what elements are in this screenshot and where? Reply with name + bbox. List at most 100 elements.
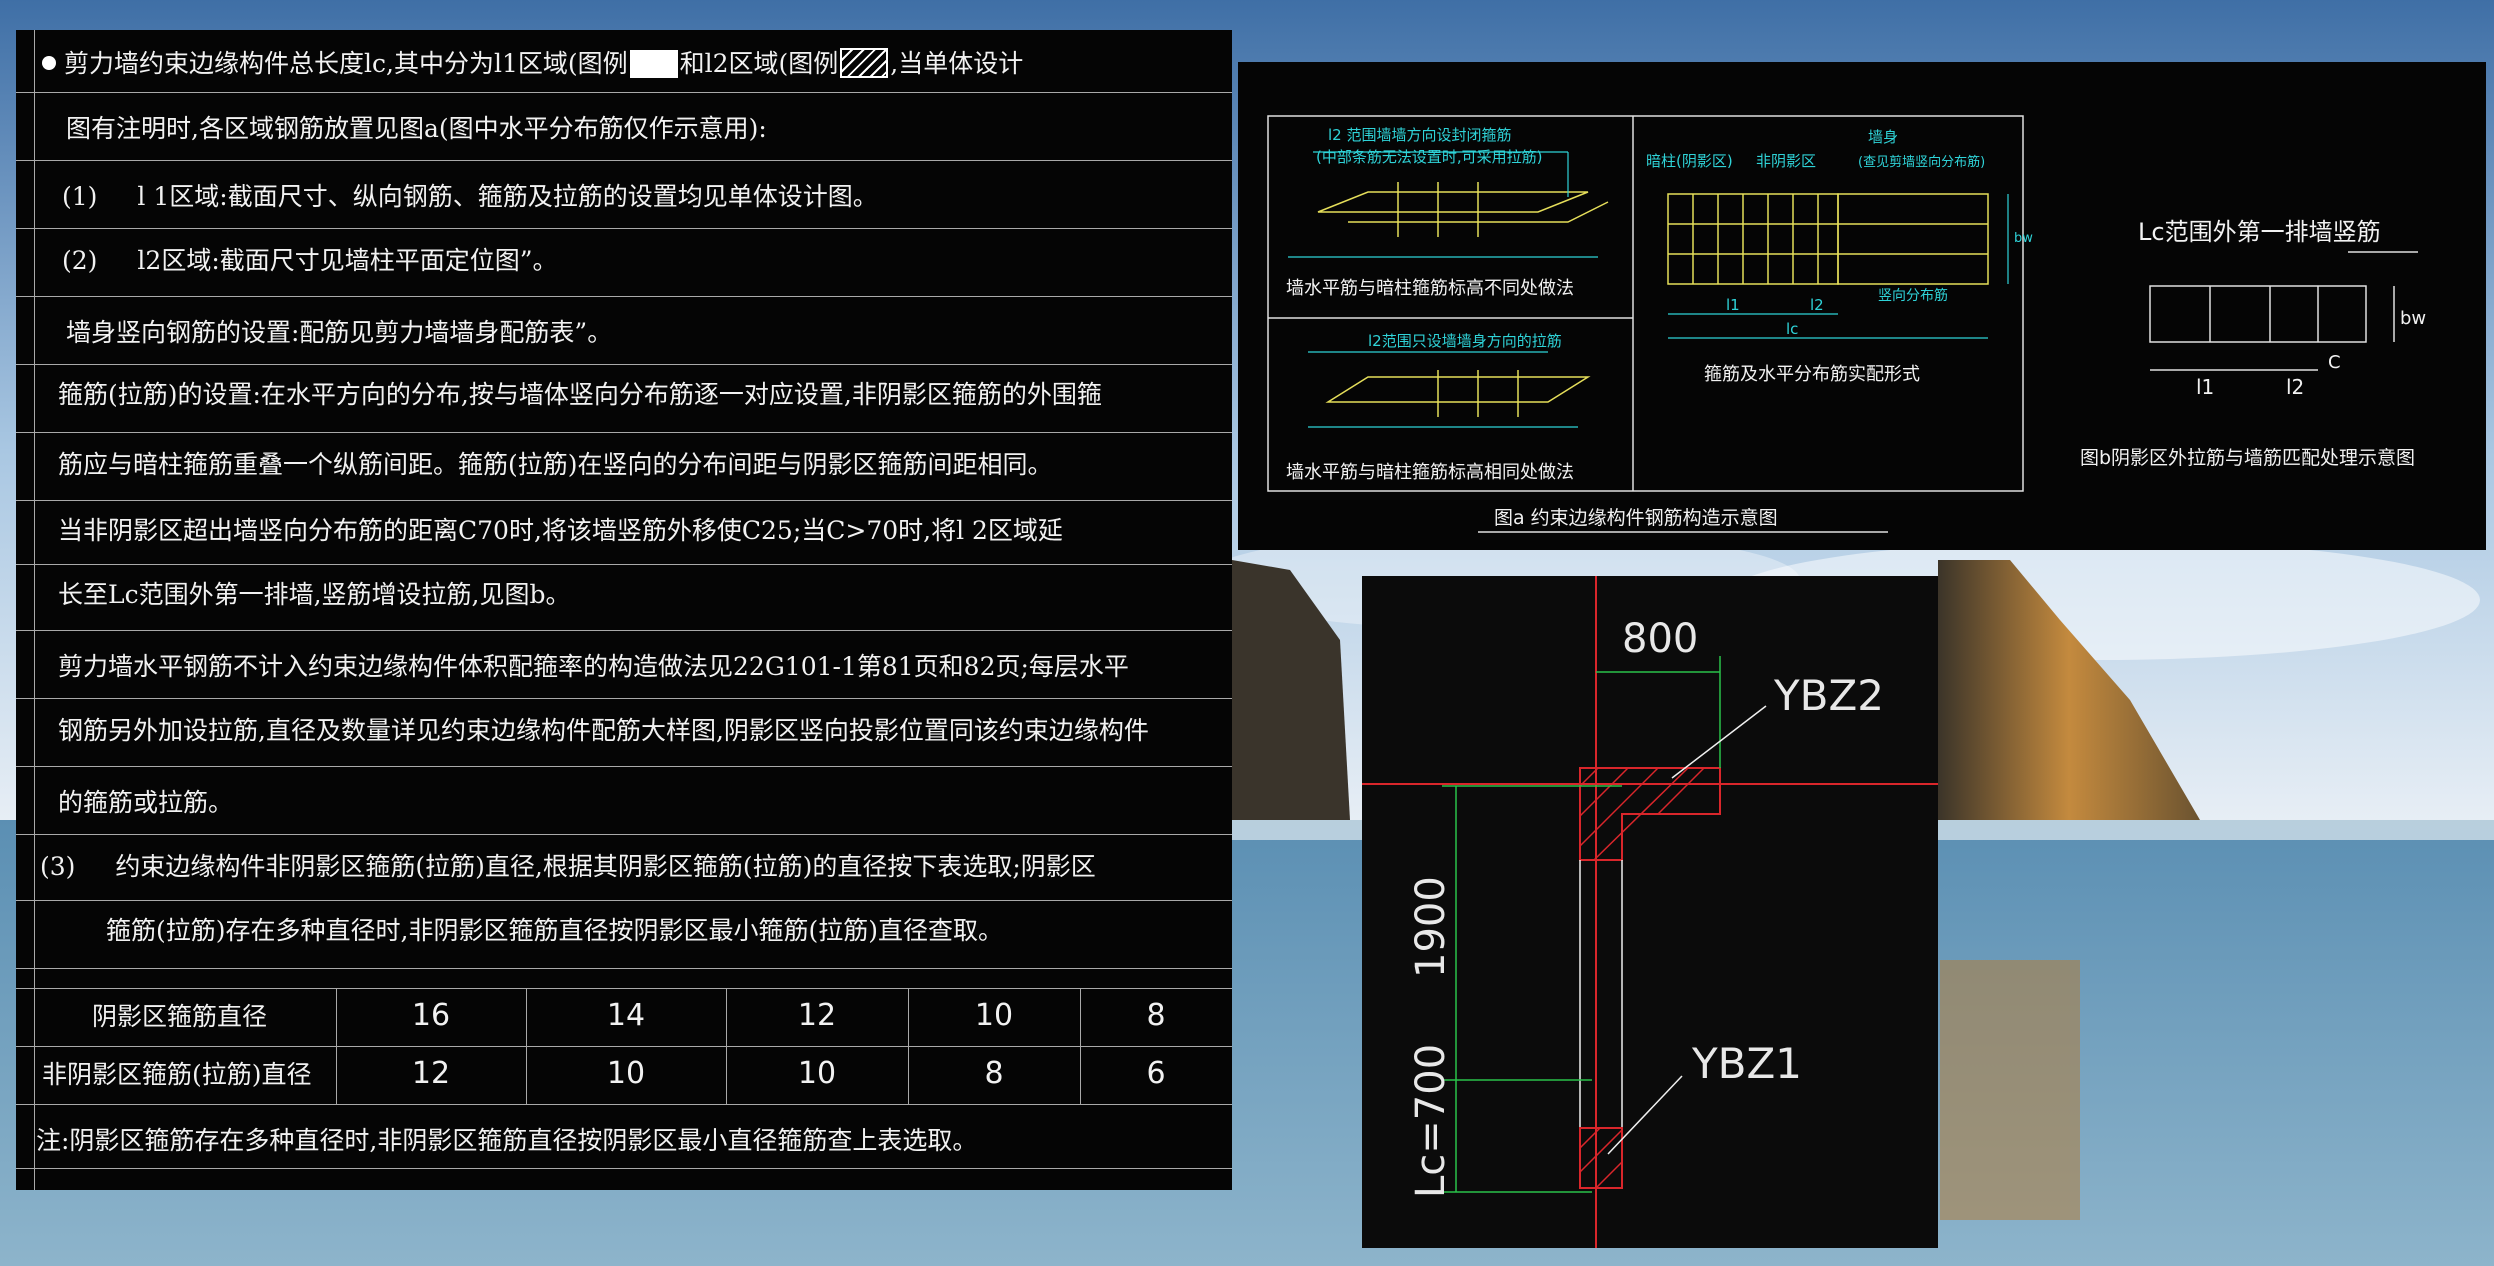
- figure-b-label: Lc范围外第一排墙竖筋: [2138, 218, 2381, 246]
- bullet-icon: [42, 56, 56, 70]
- table-cell: 10: [797, 1056, 837, 1091]
- figure-label: l2范围只设墙墙身方向的拉筋: [1368, 332, 1562, 350]
- dimension-lines-2: [1308, 351, 1578, 428]
- table-rule: [16, 228, 1232, 229]
- table-cell: 10: [974, 998, 1014, 1033]
- figure-label: 非阴影区: [1756, 152, 1816, 170]
- note-item-2: (2)l2区域:截面尺寸见墙柱平面定位图”。: [62, 246, 558, 275]
- dimension-lines-1: [1288, 151, 1598, 258]
- dimension-label: bw: [2400, 308, 2426, 329]
- table-rule: [16, 630, 1232, 631]
- table-rule: [16, 432, 1232, 433]
- figure-label: (中部条筋无法设置时,可采用拉筋): [1316, 148, 1542, 166]
- dimension-label: C: [2328, 352, 2341, 373]
- figure-label: 墙身: [1868, 128, 1898, 146]
- table-rule: [16, 766, 1232, 767]
- leader-line: [1607, 1075, 1683, 1155]
- table-cell: 8: [1146, 998, 1166, 1033]
- table-column-divider: [908, 988, 909, 1104]
- table-rule: [16, 364, 1232, 365]
- detail-drawing: l2 范围墙墙方向设封闭箍筋 (中部条筋无法设置时,可采用拉筋) 墙水平筋与暗柱…: [1267, 115, 2426, 533]
- table-rule: [16, 564, 1232, 565]
- table-rule: [16, 160, 1232, 161]
- figure-label: 竖向分布筋: [1878, 287, 1948, 304]
- dimension-label-800: 800: [1622, 616, 1698, 662]
- dimension-label: lc: [1786, 320, 1798, 338]
- figure-b-drawing: [2149, 251, 2418, 371]
- table-cell: 6: [1146, 1056, 1166, 1091]
- footnote: 注:阴影区箍筋存在多种直径时,非阴影区箍筋直径按阴影区最小直径箍筋查上表选取。: [36, 1126, 978, 1155]
- table-rule: [16, 988, 1232, 989]
- column-ybz2-outline: [1579, 767, 1721, 861]
- column-label-ybz1: YBZ1: [1691, 1039, 1802, 1088]
- legend-white-swatch-icon: [629, 50, 678, 78]
- note-line-10: 剪力墙水平钢筋不计入约束边缘构件体积配箍率的构造做法见22G101-1第81页和…: [58, 652, 1129, 681]
- dimension-lines-3: [1668, 194, 2009, 339]
- figure-a-title: 图a 约束边缘构件钢筋构造示意图: [1494, 507, 1778, 529]
- note-line-12: 的箍筋或拉筋。: [58, 788, 234, 817]
- note-line-1: 剪力墙约束边缘构件总长度lc,其中分为l1区域(图例和l2区域(图例,当单体设计: [42, 48, 1023, 79]
- rebar-sketch-2: [1325, 370, 1591, 417]
- table-column-divider: [726, 988, 727, 1104]
- table-cell: 8: [984, 1056, 1004, 1091]
- table-column-divider: [526, 988, 527, 1104]
- figure-label: 暗柱(阴影区): [1646, 152, 1733, 170]
- detail-figure-window: l2 范围墙墙方向设封闭箍筋 (中部条筋无法设置时,可采用拉筋) 墙水平筋与暗柱…: [1238, 62, 2486, 550]
- table-cell: 16: [411, 998, 451, 1033]
- table-rule: [16, 296, 1232, 297]
- table-border-left: [34, 30, 35, 1190]
- dimension-label: l2: [1810, 296, 1824, 314]
- table-rule: [16, 1168, 1232, 1169]
- figure-caption: 墙水平筋与暗柱箍筋标高不同处做法: [1286, 278, 1574, 299]
- rebar-sketch-1: [1317, 182, 1609, 237]
- figure-b-caption: 图b阴影区外拉筋与墙筋匹配处理示意图: [2080, 447, 2415, 469]
- table-cell: 12: [797, 998, 837, 1033]
- note-line-9: 长至Lc范围外第一排墙,竖筋增设拉筋,见图b。: [58, 580, 571, 609]
- legend-hatch-swatch-icon: [840, 48, 889, 78]
- table-cell: 12: [411, 1056, 451, 1091]
- note-line-2: 图有注明时,各区域钢筋放置见图a(图中水平分布筋仅作示意用):: [66, 114, 767, 143]
- table-rule: [16, 500, 1232, 501]
- figure-label: (查见剪墙竖向分布筋): [1858, 154, 1985, 170]
- figure-caption: 箍筋及水平分布筋实配形式: [1704, 364, 1920, 385]
- dimension-label-lc: Lc=700: [1408, 1044, 1454, 1198]
- note-line-8: 当非阴影区超出墙竖向分布筋的距离C70时,将该墙竖筋外移使C25;当C>70时,…: [58, 516, 1063, 545]
- table-row-label: 阴影区箍筋直径: [92, 1002, 268, 1031]
- table-rule: [16, 92, 1232, 93]
- note-item-1: (1)l 1区域:截面尺寸、纵向钢筋、箍筋及拉筋的设置均见单体设计图。: [62, 182, 878, 211]
- note-item-3: (3)约束边缘构件非阴影区箍筋(拉筋)直径,根据其阴影区箍筋(拉筋)的直径按下表…: [40, 852, 1096, 881]
- note-line-6: 箍筋(拉筋)的设置:在水平方向的分布,按与墙体竖向分布筋逐一对应设置,非阴影区箍…: [58, 380, 1102, 409]
- dimension-label: l2: [2286, 375, 2304, 399]
- dimension-label: bw: [2014, 231, 2033, 246]
- note-line-5: 墙身竖向钢筋的设置:配筋见剪力墙墙身配筋表”。: [66, 318, 613, 347]
- table-rule: [16, 698, 1232, 699]
- table-column-divider: [336, 988, 337, 1104]
- figure-caption: 墙水平筋与暗柱箍筋标高相同处做法: [1286, 462, 1574, 483]
- dimension-label: l1: [1726, 296, 1740, 314]
- table-row-label: 非阴影区箍筋(拉筋)直径: [42, 1060, 312, 1089]
- column-ybz2-hatch: [1579, 767, 1705, 861]
- table-cell: 10: [606, 1056, 646, 1091]
- column-ybz1-hatch: [1579, 1127, 1623, 1189]
- leader-line: [1671, 705, 1767, 779]
- wall-outline: [1579, 860, 1623, 1188]
- table-column-divider: [1080, 988, 1081, 1104]
- cad-drawing: 800 YBZ2 YBZ1 1900 Lc=700: [1362, 576, 1938, 1248]
- table-rule: [16, 834, 1232, 835]
- dimension-label: l1: [2196, 375, 2214, 399]
- table-rule: [16, 968, 1232, 969]
- table-rule: [16, 900, 1232, 901]
- figure-a-frame: [1267, 115, 2024, 492]
- note-line-11: 钢筋另外加设拉筋,直径及数量详见约束边缘构件配筋大样图,阴影区竖向投影位置同该约…: [58, 716, 1149, 745]
- table-rule: [16, 1046, 1232, 1047]
- column-ybz1-outline: [1579, 1127, 1623, 1189]
- dimension-label-1900: 1900: [1408, 876, 1454, 978]
- table-cell: 14: [606, 998, 646, 1033]
- cad-window: 800 YBZ2 YBZ1 1900 Lc=700: [1362, 576, 1938, 1248]
- note-line-14: 箍筋(拉筋)存在多种直径时,非阴影区箍筋直径按阴影区最小箍筋(拉筋)直径查取。: [106, 916, 1003, 945]
- column-label-ybz2: YBZ2: [1773, 671, 1884, 720]
- table-rule: [16, 1104, 1232, 1105]
- section-drawing: [1667, 193, 1989, 285]
- note-line-7: 筋应与暗柱箍筋重叠一个纵筋间距。箍筋(拉筋)在竖向的分布间距与阴影区箍筋间距相同…: [58, 450, 1053, 479]
- figure-label: l2 范围墙墙方向设封闭箍筋: [1328, 126, 1511, 144]
